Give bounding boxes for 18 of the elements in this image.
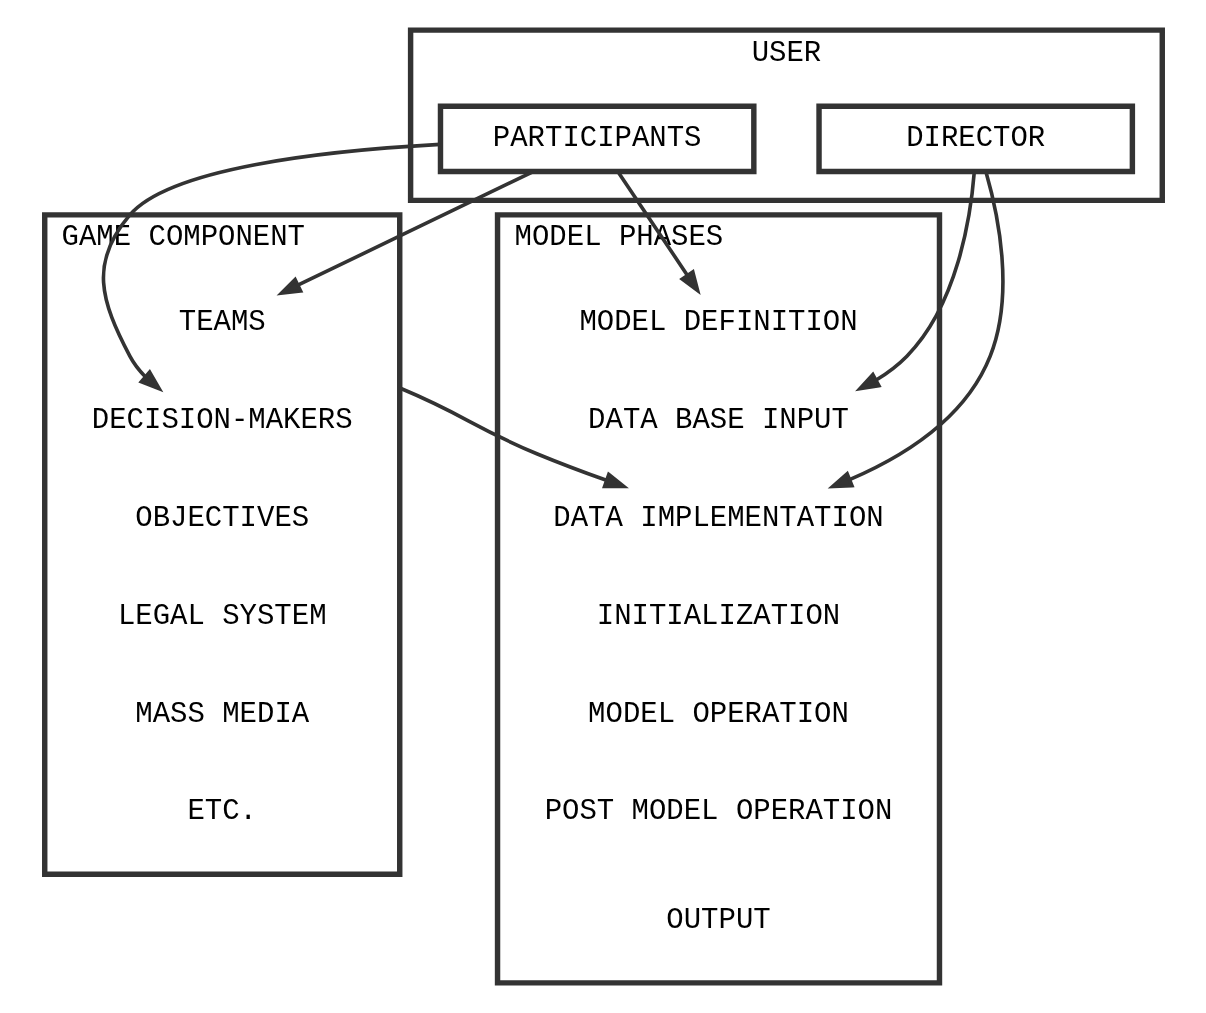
arrow bbox=[854, 171, 976, 392]
node-text: OUTPUT bbox=[665, 904, 771, 938]
node-text: TEAMS bbox=[178, 306, 266, 340]
node-text: ETC. bbox=[186, 795, 257, 829]
node-text: OBJECTIVES bbox=[134, 502, 309, 536]
node-text: MODEL DEFINITION bbox=[578, 306, 858, 340]
node-text: MODEL OPERATION bbox=[587, 697, 849, 731]
arrow bbox=[101, 142, 440, 393]
node-text: DATA IMPLEMENTATION bbox=[552, 502, 884, 536]
node-box: PARTICIPANTS bbox=[437, 103, 757, 175]
node-text: DATA BASE INPUT bbox=[587, 404, 849, 438]
node-text: LEGAL SYSTEM bbox=[117, 599, 327, 633]
node-text: INITIALIZATION bbox=[596, 599, 840, 633]
node-text: DECISION-MAKERS bbox=[91, 404, 353, 438]
arrow bbox=[827, 171, 1005, 489]
node-box: DIRECTOR bbox=[815, 103, 1135, 175]
node-text: POST MODEL OPERATION bbox=[544, 795, 892, 829]
node-text: MASS MEDIA bbox=[134, 697, 309, 731]
